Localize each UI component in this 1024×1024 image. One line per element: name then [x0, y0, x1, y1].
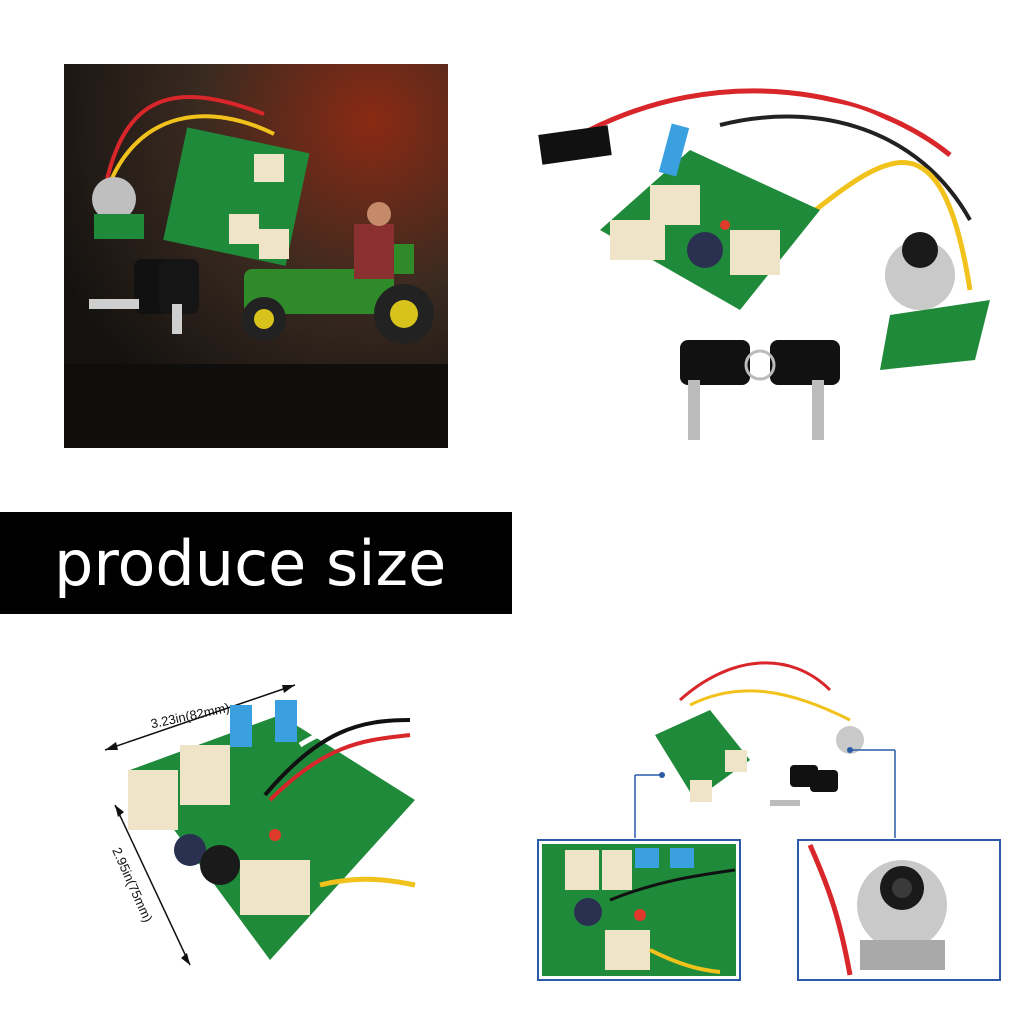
dimensions-art: 3.23in(82mm) 2.95in(75mm)	[104, 684, 416, 966]
tractor-photo-art	[64, 64, 448, 448]
width-label: 3.23in(82mm)	[149, 700, 231, 731]
kit-photo-art	[538, 88, 990, 440]
height-dimension-arrow	[114, 804, 191, 966]
product-kit-photo	[520, 60, 1000, 460]
board-dimensions-photo: 3.23in(82mm) 2.95in(75mm)	[90, 660, 440, 980]
banner-text: produce size	[54, 526, 447, 600]
tractor-lifestyle-photo	[64, 64, 448, 448]
detail-art	[537, 661, 1001, 981]
tractor	[242, 202, 434, 344]
width-dimension-arrow	[104, 684, 296, 751]
ignition-closeup-box	[797, 839, 1001, 981]
pcb-closeup-box	[537, 839, 741, 981]
pcb-board-small	[163, 127, 310, 266]
produce-size-banner: produce size	[0, 512, 512, 614]
height-label: 2.95in(75mm)	[109, 845, 155, 924]
callout-lines	[634, 747, 896, 838]
component-detail-photo	[530, 650, 1010, 990]
